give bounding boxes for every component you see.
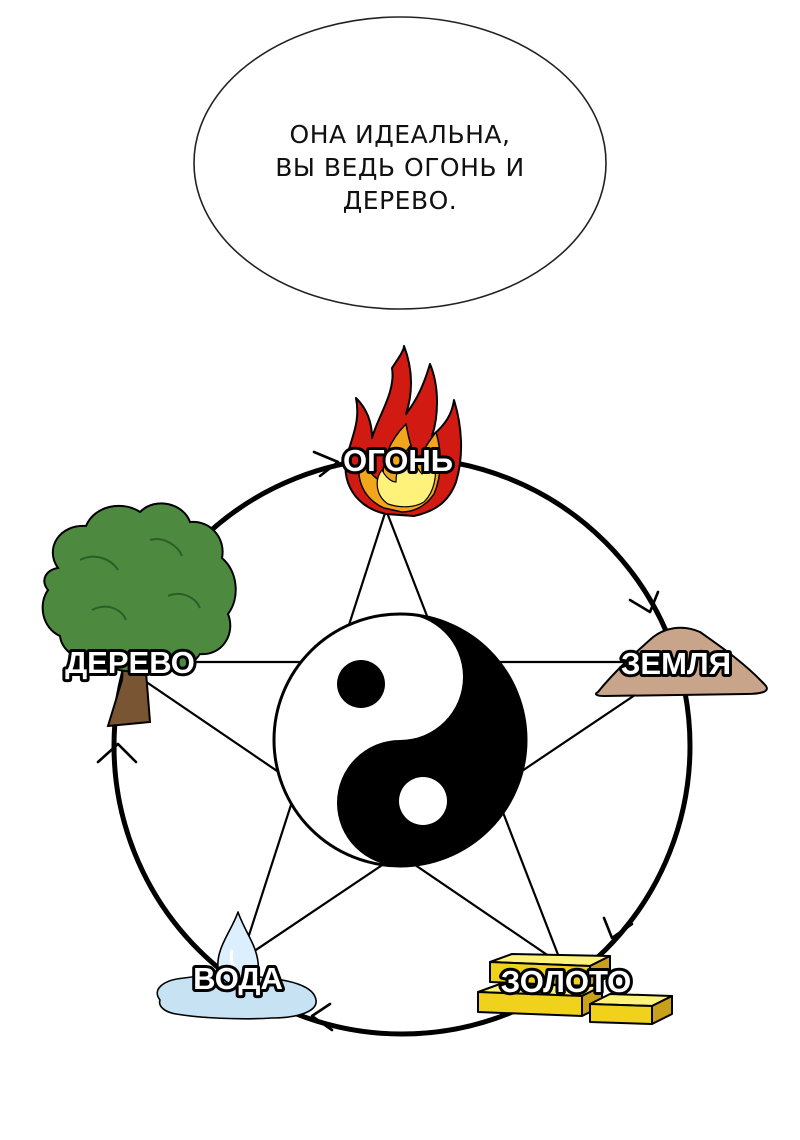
arrow-fire-to-earth-icon: [628, 590, 660, 614]
arrow-wood-to-fire-icon: [312, 450, 340, 478]
speech-bubble: [193, 16, 607, 310]
wood-label: ДЕРЕВО: [65, 645, 195, 680]
tree-icon: [41, 502, 237, 728]
gold-label: ЗОЛОТО: [501, 964, 632, 999]
arrow-water-to-wood-icon: [96, 742, 138, 764]
fire-label: ОГОНЬ: [343, 443, 453, 478]
speech-bubble-text: ОНА ИДЕАЛЬНА, ВЫ ВЕДЬ ОГОНЬ И ДЕРЕВО.: [275, 120, 525, 215]
soil-pile-icon: [595, 626, 768, 698]
fire-icon: [344, 345, 463, 517]
yin-yang-icon: [272, 612, 528, 868]
water-label: ВОДА: [193, 961, 283, 996]
cycle-arrows: [96, 450, 660, 1032]
gold-bars-icon: [477, 953, 673, 1025]
arrow-earth-to-gold-icon: [602, 916, 634, 940]
earth-label: ЗЕМЛЯ: [621, 646, 731, 681]
water-drop-icon: [156, 911, 317, 1020]
arrow-gold-to-water-icon: [310, 1002, 334, 1032]
